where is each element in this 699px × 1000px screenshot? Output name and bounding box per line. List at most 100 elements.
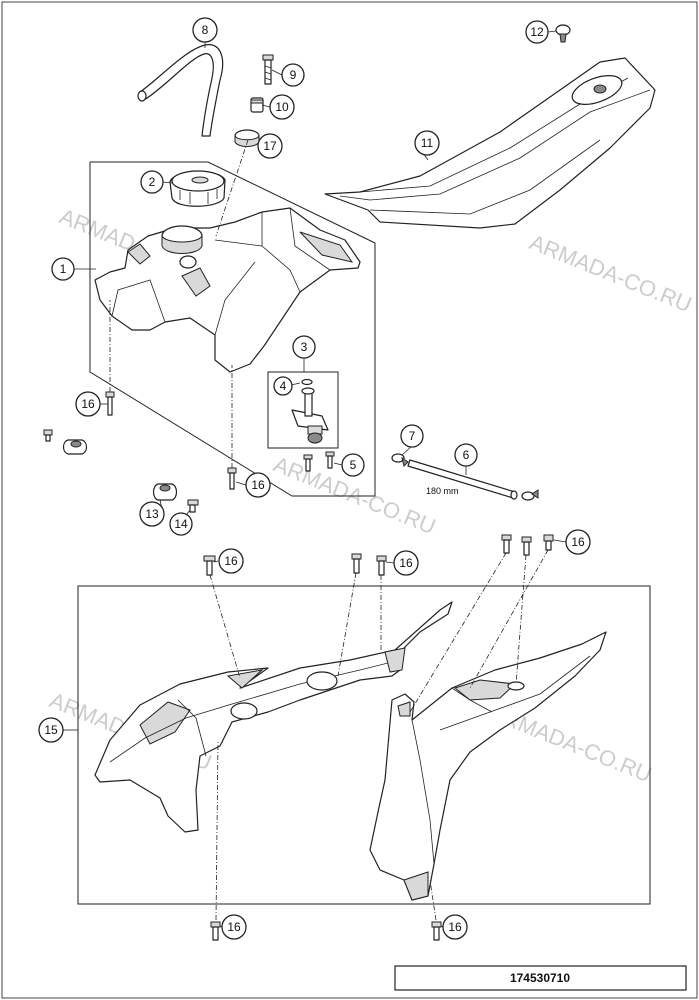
callout-16: 16 [75,391,101,417]
callout-12: 12 [525,20,549,44]
callout-leader [547,30,557,33]
fuel-tank [94,207,361,373]
screws-5 [303,451,335,472]
svg-text:10: 10 [275,100,289,114]
document-number-box: 174530710 [394,965,687,991]
callout-1: 1 [51,257,75,281]
bolt-16 [210,921,221,941]
callout-leader [213,560,219,563]
bolt-16 [105,391,115,416]
callout-3: 3 [292,335,316,359]
svg-text:13: 13 [145,507,159,521]
washer-10 [250,97,264,113]
svg-text:11: 11 [421,136,434,150]
bolt-16 [203,555,216,576]
callout-6: 6 [454,443,478,467]
callout-16: 16 [565,529,591,555]
svg-text:16: 16 [399,556,413,570]
svg-text:6: 6 [463,448,470,462]
svg-text:1: 1 [60,262,67,276]
callout-leader [261,104,271,108]
svg-text:16: 16 [227,920,241,934]
callout-9: 9 [281,63,305,87]
svg-text:16: 16 [571,535,585,549]
screw-9 [262,54,274,85]
callout-4: 4 [273,376,293,396]
callout-leader [553,539,567,543]
svg-text:3: 3 [301,340,308,354]
bolt-16 [227,467,237,490]
fuel-tap [291,387,329,444]
callout-16: 16 [218,548,244,574]
bolt-16 [501,534,512,554]
callout-16: 16 [442,914,468,940]
bolt-16 [431,921,442,941]
seat-bolt [555,24,571,43]
leader-line [209,574,241,679]
svg-text:16: 16 [81,397,95,411]
document-number: 174530710 [510,971,570,985]
svg-text:16: 16 [448,920,462,934]
svg-text:5: 5 [350,458,357,472]
callout-16: 16 [221,914,247,940]
svg-text:4: 4 [280,379,287,393]
callout-14: 14 [169,512,193,536]
left-spoiler [94,601,453,833]
rubber-damper-13 [152,483,178,501]
hose-clamp [391,453,409,467]
svg-text:16: 16 [251,478,265,492]
dimension-label: 180 mm [426,486,459,496]
leader-line [337,572,357,677]
callout-5: 5 [341,453,365,477]
leader-line [215,739,219,921]
callout-leader [333,462,343,466]
rubber-damper-left [43,429,88,455]
svg-text:8: 8 [202,23,209,37]
o-ring-4 [301,378,313,386]
seat [324,57,656,229]
callout-leader [235,481,247,486]
svg-text:2: 2 [149,175,156,189]
leader-line [409,552,507,713]
fuel-cap [169,170,226,207]
leader-line [515,554,527,685]
leader-line [469,549,549,689]
svg-text:9: 9 [290,68,297,82]
right-spoiler [369,631,607,901]
screw-14 [187,499,199,513]
tank-group-outline [89,161,376,497]
breather-hose [137,44,224,137]
callout-17: 17 [257,133,283,159]
callout-16: 16 [393,550,419,576]
bolt-16 [521,536,532,556]
callout-15: 15 [38,717,64,743]
watermark: ARMADA-CO.RU [526,229,695,317]
spoiler-group-outline [77,585,651,905]
bolt-16 [543,534,554,551]
callout-8: 8 [192,17,218,43]
fuel-tap-box [267,371,339,449]
callout-13: 13 [139,501,165,527]
callout-10: 10 [269,94,295,120]
callout-leader [385,561,395,564]
callout-2: 2 [140,170,164,194]
leader-line [429,879,437,921]
bolt-16 [351,553,362,574]
callout-16: 16 [245,472,271,498]
leader-line [215,139,249,237]
svg-text:7: 7 [409,429,416,443]
callout-11: 11 [414,130,440,156]
svg-text:12: 12 [530,25,544,39]
svg-text:17: 17 [263,139,277,153]
svg-text:16: 16 [224,554,238,568]
callout-leader [162,181,173,184]
hose-clamp [521,489,539,501]
callout-7: 7 [400,424,424,448]
vent-hose-6 [407,459,518,500]
bolt-16 [376,555,387,576]
svg-text:15: 15 [44,723,58,737]
svg-text:14: 14 [174,517,188,531]
callout-leader [271,69,283,76]
